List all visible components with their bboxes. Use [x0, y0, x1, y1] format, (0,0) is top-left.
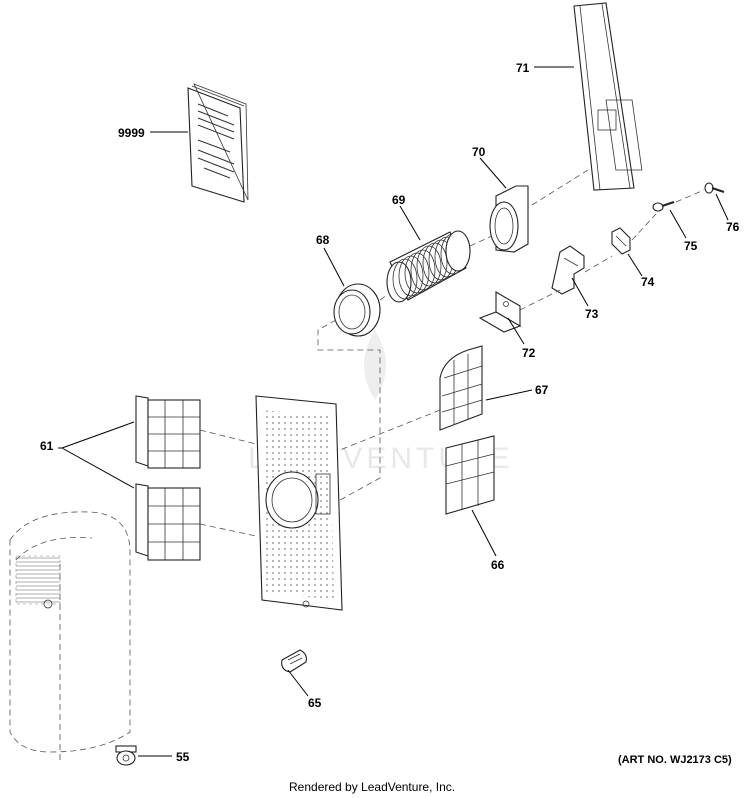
label-69: 69: [392, 193, 406, 207]
leader-lines: [58, 66, 729, 757]
part-69-exhaust-hose[interactable]: [386, 230, 493, 303]
label-67: 67: [535, 383, 549, 397]
part-65-remote[interactable]: [281, 649, 307, 673]
art-number: (ART NO. WJ2173 C5): [618, 754, 732, 766]
rear-grille-panel[interactable]: [255, 395, 343, 611]
label-9999: 9999: [118, 126, 145, 140]
label-73: 73: [585, 307, 599, 321]
label-71: 71: [516, 61, 530, 75]
part-74-small-clip[interactable]: [584, 213, 657, 273]
label-66: 66: [491, 558, 505, 572]
part-61-filter-lower[interactable]: [135, 483, 257, 561]
part-70-window-adapter[interactable]: [489, 185, 529, 253]
label-65: 65: [308, 696, 322, 710]
label-55: 55: [176, 750, 190, 764]
part-67-filter[interactable]: [339, 345, 483, 451]
part-75-screw[interactable]: [652, 201, 675, 212]
footer-credit: Rendered by LeadVenture, Inc.: [289, 780, 455, 794]
part-68-hose-connector[interactable]: [317, 283, 389, 501]
part-76-screw[interactable]: [675, 182, 725, 203]
part-61-filter-upper[interactable]: [135, 395, 257, 469]
label-61: 61: [40, 439, 54, 453]
label-68: 68: [316, 233, 330, 247]
part-66-filter[interactable]: [445, 435, 495, 515]
label-70: 70: [472, 145, 486, 159]
label-75: 75: [684, 239, 698, 253]
label-72: 72: [522, 346, 536, 360]
part-55-caster[interactable]: [115, 745, 137, 766]
air-conditioner-unit: [9, 511, 131, 760]
label-76: 76: [726, 220, 740, 234]
part-71-window-panel[interactable]: [523, 2, 643, 211]
part-9999-manual[interactable]: [187, 83, 249, 203]
label-74: 74: [641, 275, 655, 289]
part-72-bracket[interactable]: [478, 291, 522, 333]
part-73-clip[interactable]: [519, 245, 585, 311]
